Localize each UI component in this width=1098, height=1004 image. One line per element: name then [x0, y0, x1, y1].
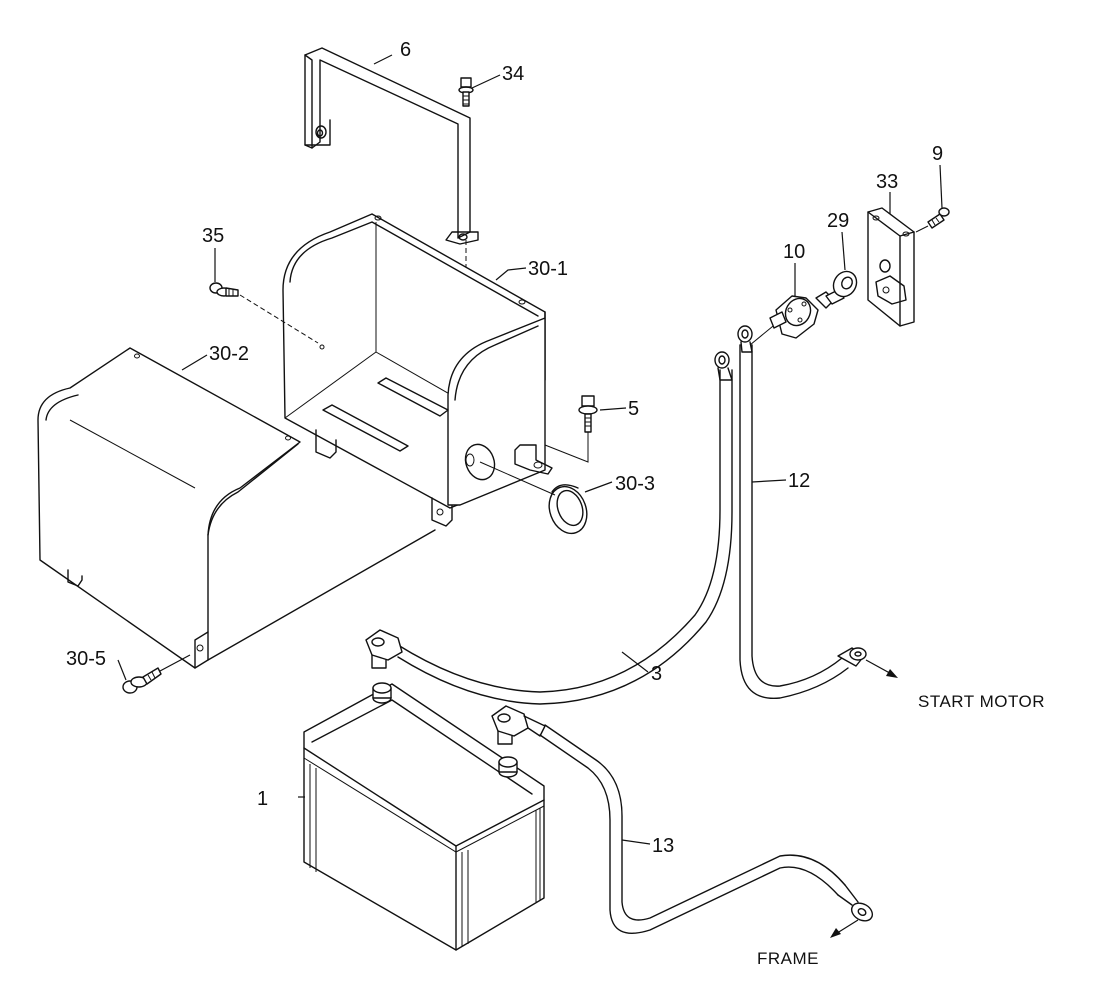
callout-30-1: 30-1	[528, 258, 568, 280]
part-33-mounting-plate	[867, 207, 915, 327]
callout-30-3: 30-3	[615, 473, 655, 495]
part-29-washer	[832, 270, 858, 298]
callout-34: 34	[502, 63, 524, 85]
callout-33: 33	[876, 171, 898, 193]
part-3-cable	[365, 351, 733, 705]
part-35-screw	[209, 282, 239, 297]
bolt-5-guide-line	[544, 432, 589, 463]
start-motor-label: START MOTOR	[918, 692, 1045, 711]
frame-arrow	[830, 919, 859, 938]
callout-12: 12	[788, 470, 810, 492]
callout-13: 13	[652, 835, 674, 857]
grommet-guide-line	[479, 461, 556, 496]
callout-1: 1	[257, 788, 268, 810]
callout-9: 9	[932, 143, 943, 165]
part-5-bolt	[578, 395, 598, 433]
part-12-cable	[737, 325, 867, 700]
callout-35: 35	[202, 225, 224, 247]
callout-29: 29	[827, 210, 849, 232]
part-10-switch	[749, 289, 845, 346]
callout-6: 6	[400, 39, 411, 61]
callout-30-5: 30-5	[66, 648, 106, 670]
part-9-screw	[927, 207, 950, 229]
part-30-3-grommet	[548, 484, 588, 535]
screw-35-guide-line	[239, 294, 319, 344]
callout-5: 5	[628, 398, 639, 420]
callout-3: 3	[651, 663, 662, 685]
start-motor-arrow	[865, 659, 898, 678]
part-13-cable	[491, 705, 874, 934]
leader-lines	[117, 54, 943, 845]
part-1-battery	[303, 682, 545, 951]
callout-30-2: 30-2	[209, 343, 249, 365]
callout-10: 10	[783, 241, 805, 263]
part-30-2-tray-cover	[37, 347, 436, 669]
part-30-5-screw	[122, 667, 162, 694]
part-6-bracket	[304, 47, 479, 245]
part-34-bolt	[458, 77, 474, 107]
frame-label: FRAME	[757, 949, 819, 968]
part-30-1-battery-tray	[282, 213, 553, 527]
